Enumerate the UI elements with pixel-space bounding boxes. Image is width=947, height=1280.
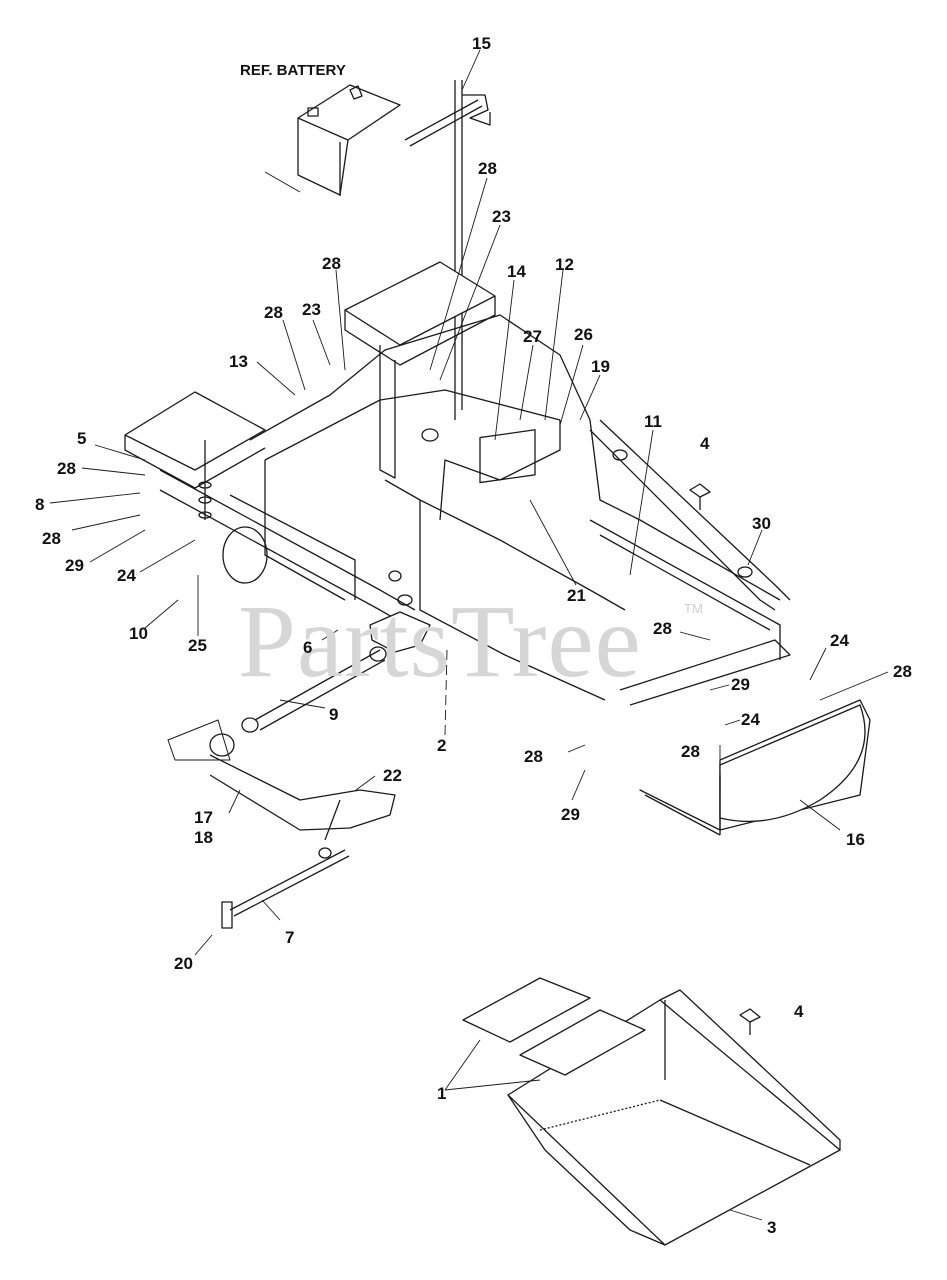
callout-29: 29 [65,556,84,575]
callout-16: 16 [846,830,865,849]
rod-part-7 [221,847,350,929]
callout-30: 30 [752,514,771,533]
callout-28: 28 [322,254,341,273]
wing-bolt-part-4 [689,483,761,1035]
callout-28: 28 [57,459,76,478]
trademark-mark: TM [684,601,703,616]
callout-23: 23 [302,300,321,319]
callout-3: 3 [767,1218,777,1237]
callout-28: 28 [653,619,672,638]
battery-ref-label: REF. BATTERY [240,62,346,79]
callout-25: 25 [188,636,207,655]
callout-28: 28 [893,662,912,681]
callout-19: 19 [591,357,610,376]
pivot-arm-17-18 [167,719,396,841]
callout-28: 28 [264,303,283,322]
callout-15: 15 [472,34,491,53]
leader-lines [49,49,889,1221]
callout-27: 27 [523,327,542,346]
parts-tree-watermark: PartsTree [238,584,642,699]
callout-28: 28 [681,742,700,761]
callout-7: 7 [285,928,295,947]
callout-24: 24 [741,710,760,729]
battery-outline [264,84,401,196]
callout-13: 13 [229,352,248,371]
callout-4: 4 [700,434,710,453]
callout-20: 20 [174,954,193,973]
callout-24: 24 [117,566,136,585]
callout-5: 5 [77,429,87,448]
callout-29: 29 [561,805,580,824]
callout-12: 12 [555,255,574,274]
callout-6: 6 [303,638,313,657]
callout-1: 1 [437,1084,447,1103]
callout-18: 18 [194,828,213,847]
callout-14: 14 [507,262,526,281]
callout-2: 2 [437,736,447,755]
callout-4: 4 [794,1002,804,1021]
callout-23: 23 [492,207,511,226]
callout-28: 28 [524,747,543,766]
rod-part-15 [404,80,491,420]
callout-26: 26 [574,325,593,344]
callout-10: 10 [129,624,148,643]
floor-pan-part-3 [507,989,841,1246]
floor-pad-part-1 [462,977,646,1076]
main-frame [124,314,791,706]
callout-9: 9 [329,705,339,724]
axle-part-9 [241,611,431,733]
callout-8: 8 [35,495,45,514]
callout-17: 17 [194,808,213,827]
callout-24: 24 [830,631,849,650]
seat-platform [344,261,496,479]
callout-29: 29 [731,675,750,694]
callout-28: 28 [478,159,497,178]
callout-21: 21 [567,586,586,605]
callout-28: 28 [42,529,61,548]
shield-part-16 [639,699,871,836]
callout-11: 11 [644,412,662,431]
callout-22: 22 [383,766,402,785]
